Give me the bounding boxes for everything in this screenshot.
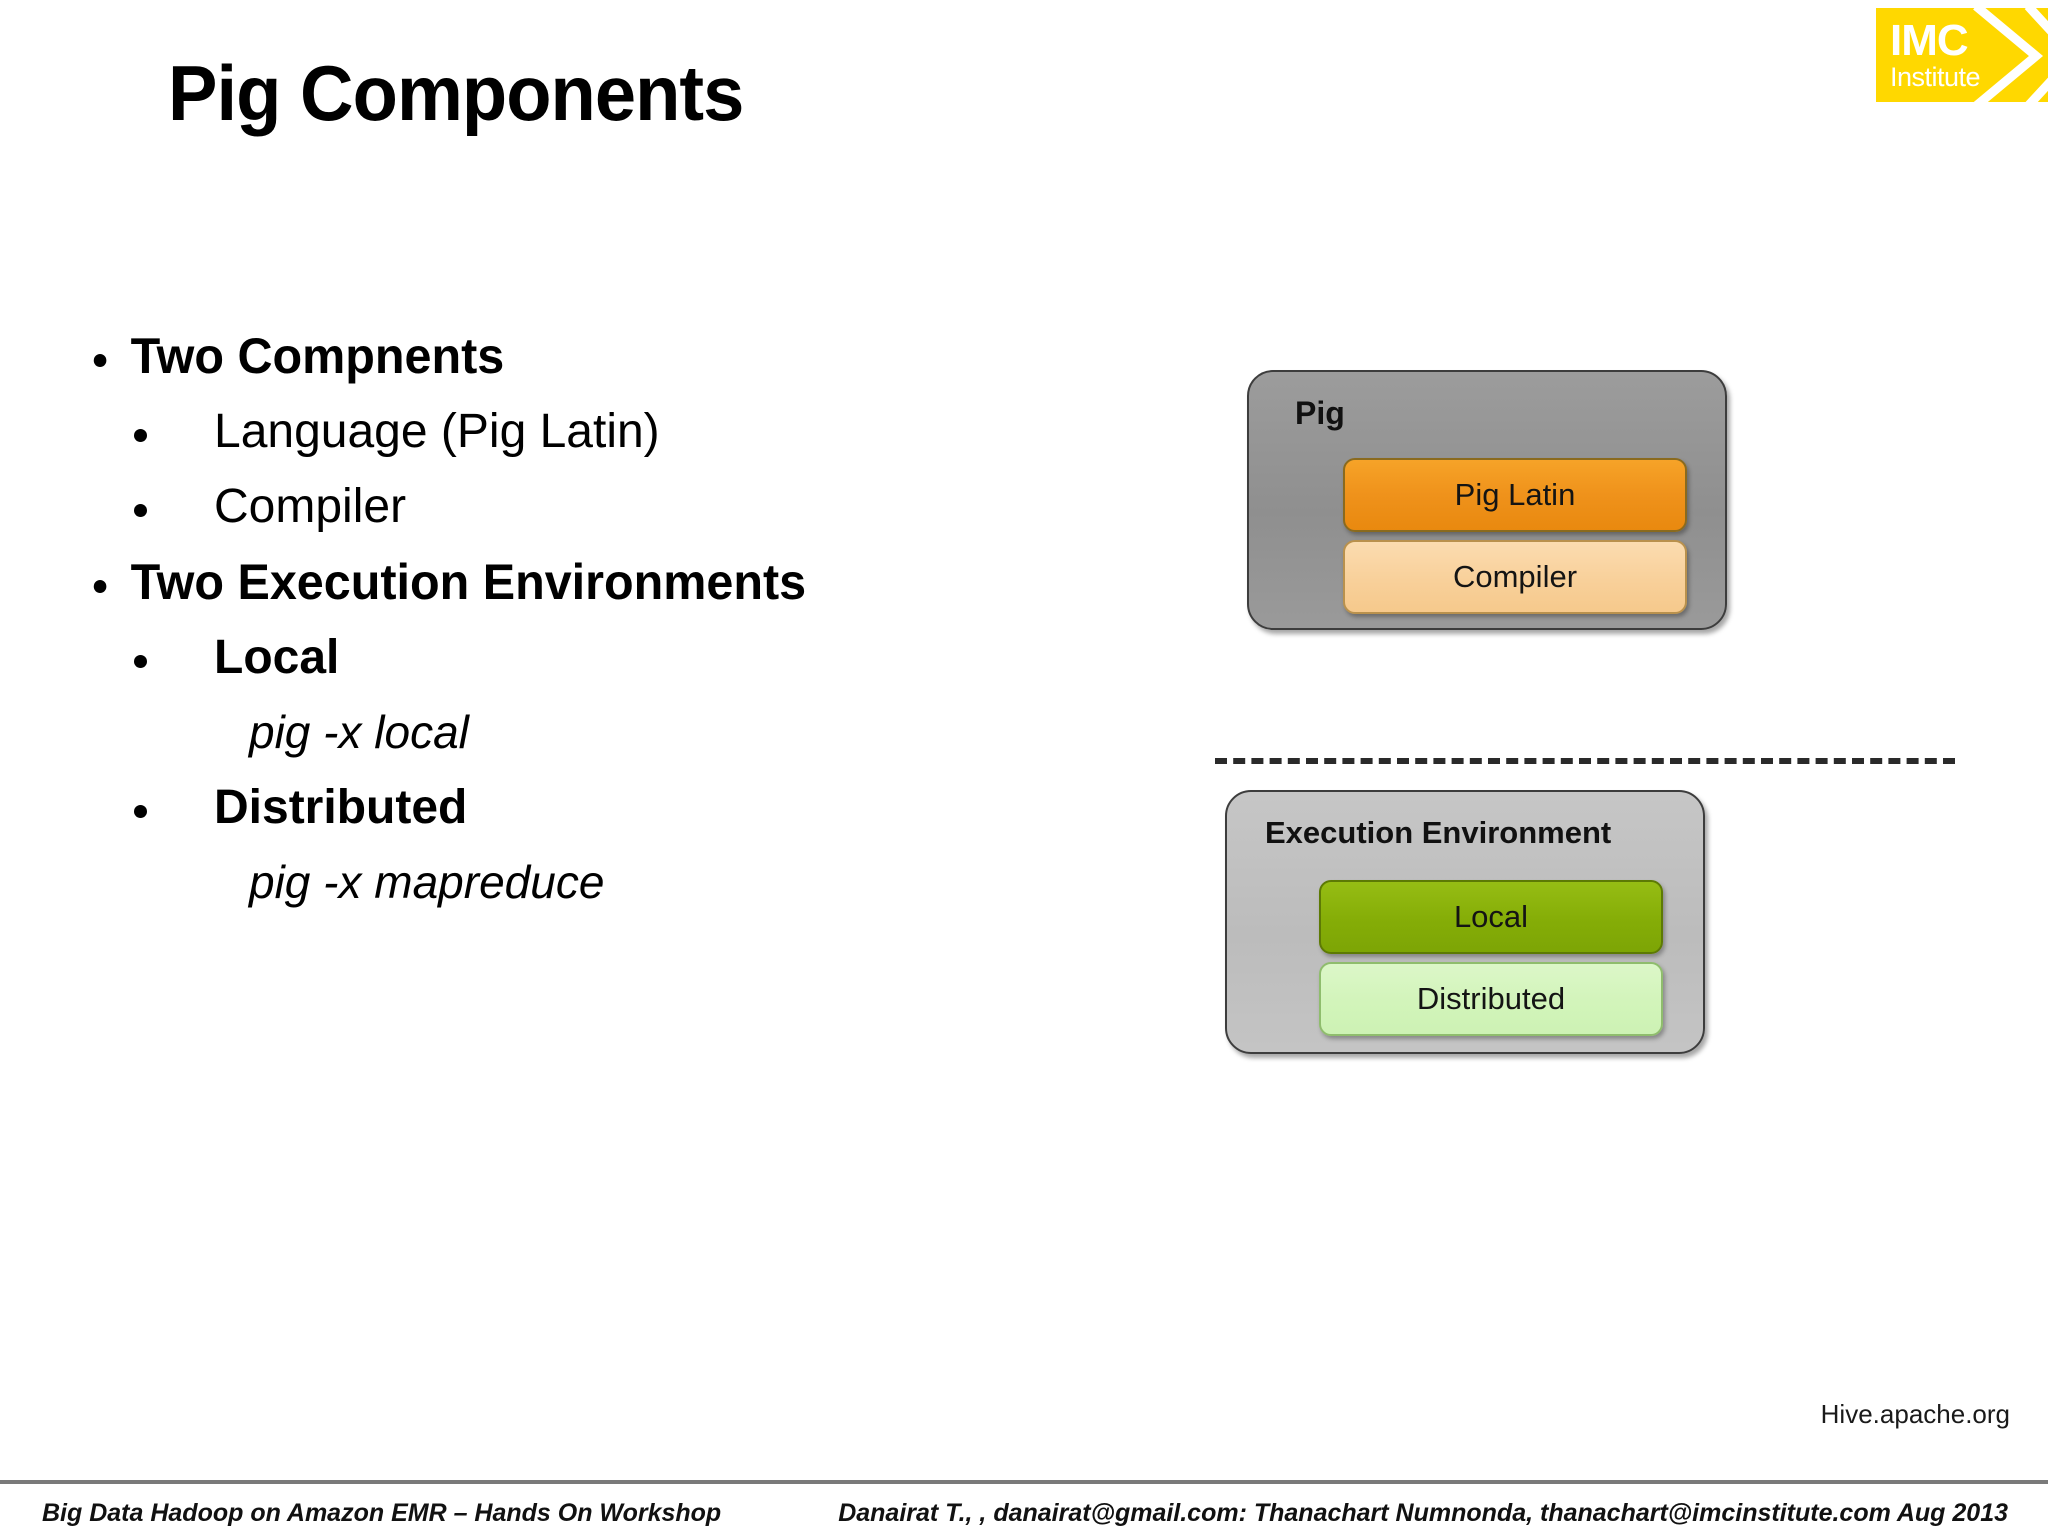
pig-latin-chip: Pig Latin	[1343, 458, 1687, 532]
list-item-command: pig -x mapreduce	[86, 845, 966, 920]
distributed-chip-label: Distributed	[1416, 981, 1566, 1016]
list-item: Two Compnents	[86, 318, 940, 394]
compiler-chip-label: Compiler	[1452, 559, 1578, 594]
list-item-label: Two Compnents	[130, 328, 505, 384]
pig-latin-chip-label: Pig Latin	[1454, 477, 1576, 512]
list-item-label: Compiler	[214, 480, 407, 533]
list-item-command: pig -x local	[86, 695, 966, 770]
distributed-chip: Distributed	[1319, 962, 1663, 1036]
list-item-label: Local	[214, 631, 340, 684]
page-title: Pig Components	[168, 49, 744, 137]
footer-workshop-title: Big Data Hadoop on Amazon EMR – Hands On…	[42, 1499, 722, 1527]
compiler-chip: Compiler	[1343, 540, 1687, 614]
source-attribution: Hive.apache.org	[1820, 1399, 2010, 1429]
bullet-dot-icon	[94, 354, 107, 367]
list-item-label: Language (Pig Latin)	[214, 405, 660, 458]
bullet-dot-icon	[94, 580, 107, 593]
execution-environment-panel-title: Execution Environment	[1265, 815, 1612, 850]
dashed-separator	[1215, 758, 1955, 764]
footer: Big Data Hadoop on Amazon EMR – Hands On…	[0, 1487, 2048, 1536]
execution-environment-panel: Execution Environment Local Distributed	[1225, 790, 1705, 1054]
list-item: Two Execution Environments	[86, 544, 940, 620]
list-item-label: pig -x local	[249, 706, 469, 758]
local-chip-label: Local	[1453, 899, 1529, 934]
list-item: Compiler	[86, 469, 966, 544]
list-item-label: Two Execution Environments	[130, 554, 807, 610]
chevron-mark-icon	[1973, 8, 2048, 102]
local-chip: Local	[1319, 880, 1663, 954]
logo-sub-text: Institute	[1890, 62, 1981, 92]
bullet-dot-icon	[134, 504, 147, 517]
pig-panel-title: Pig	[1295, 395, 1345, 431]
bullet-dot-icon	[134, 655, 147, 668]
logo-brand-text: IMC	[1890, 16, 1969, 65]
bullet-dot-icon	[134, 805, 147, 818]
pig-panel: Pig Pig Latin Compiler	[1247, 370, 1727, 630]
footer-authors: Danairat T., , danairat@gmail.com: Thana…	[838, 1499, 2008, 1527]
list-item: Language (Pig Latin)	[86, 394, 966, 469]
list-item: Local	[86, 620, 966, 695]
footer-divider	[0, 1480, 2048, 1484]
bullet-dot-icon	[134, 429, 147, 442]
bullet-list: Two Compnents Language (Pig Latin) Compi…	[86, 318, 966, 920]
imc-institute-logo: IMC Institute	[1876, 8, 2048, 102]
list-item: Distributed	[86, 770, 966, 845]
list-item-label: Distributed	[214, 781, 468, 834]
pig-architecture-diagram: Pig Pig Latin Compiler Execution Environ…	[1205, 370, 1965, 1140]
list-item-label: pig -x mapreduce	[249, 856, 605, 908]
